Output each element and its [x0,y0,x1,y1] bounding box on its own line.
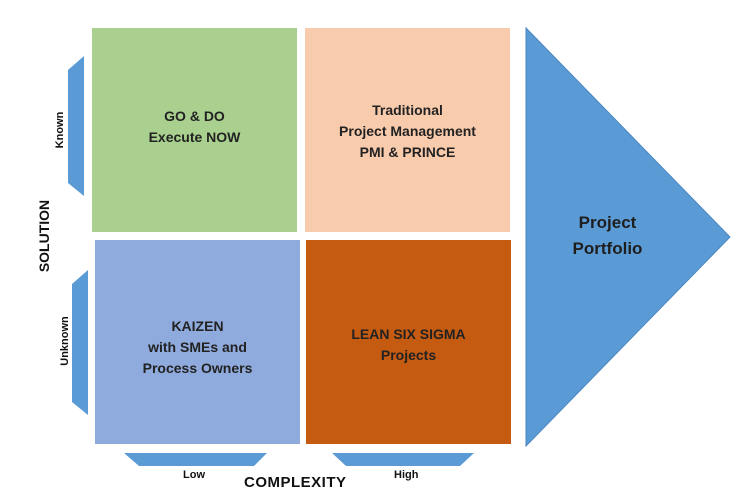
tick-label-low: Low [183,469,205,481]
quadrant-bottom-right: LEAN SIX SIGMA Projects [306,240,511,444]
axis-title-solution: SOLUTION [36,199,52,273]
bracket-unknown [72,270,88,415]
axis-title-complexity: COMPLEXITY [244,474,347,491]
label-line: Process Owners [142,360,253,376]
label-line: LEAN SIX SIGMA [351,326,466,342]
bracket-known [68,56,84,196]
quadrant-top-right-box [305,28,510,232]
label-line: Portfolio [572,239,643,258]
bracket-low [124,453,267,466]
tick-label-known: Known [54,111,66,149]
label-line: PMI & PRINCE [359,144,456,160]
label-line: GO & DO [164,108,225,124]
label-line: Project [578,213,637,232]
label-line: KAIZEN [171,318,224,334]
bracket-high [332,453,474,466]
tick-label-high: High [394,469,419,481]
quadrant-top-left: GO & DO Execute NOW [92,28,297,232]
label-line: Traditional [372,102,443,118]
label-line: Projects [380,347,437,363]
quadrant-bottom-left-box [95,240,300,444]
tick-label-unknown: Unknown [59,316,71,366]
label-line: Execute NOW [148,129,241,145]
quadrant-top-left-box [92,28,297,232]
quadrant-bottom-right-box [306,240,511,444]
label-line: Project Management [339,123,476,139]
portfolio-arrow [525,26,731,448]
label-line: with SMEs and [148,339,247,355]
